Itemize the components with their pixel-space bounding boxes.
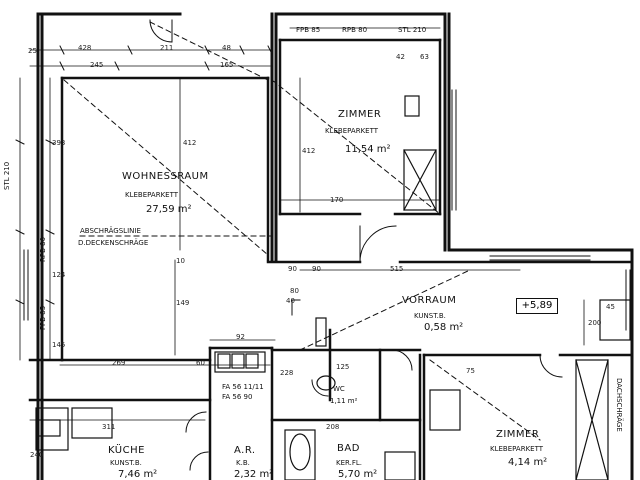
dim-125: 125 xyxy=(336,363,350,371)
dim-393: 393 xyxy=(52,139,66,147)
room-area-vorraum: 0,58 m² xyxy=(424,322,464,333)
note-fpb-left: FPB 85 xyxy=(39,305,47,330)
room-area-zimmer2: 4,14 m² xyxy=(508,457,548,468)
room-name-zimmer1: ZIMMER xyxy=(338,109,382,120)
room-name-bad: BAD xyxy=(337,443,360,454)
dim-428: 428 xyxy=(78,44,92,52)
room-floor-zimmer1: KLEBEPARKETT xyxy=(325,127,379,135)
dim-145: 145 xyxy=(52,341,66,349)
dim-42: 42 xyxy=(396,53,405,61)
dim-228: 228 xyxy=(280,369,294,377)
room-area-zimmer1: 11,54 m² xyxy=(345,144,391,155)
room-name-kueche: KÜCHE xyxy=(108,445,145,456)
room-floor-ar: K.B. xyxy=(236,459,250,467)
room-floor-vorraum: KUNST.B. xyxy=(414,312,446,320)
room-area-bad: 5,70 m² xyxy=(338,469,378,480)
dimension-lines xyxy=(19,27,585,421)
dim-245: 245 xyxy=(90,61,104,69)
windows xyxy=(23,89,631,331)
room-area-ar: 2,32 m² xyxy=(234,469,274,480)
dim-269: 269 xyxy=(112,359,126,367)
room-area-kueche: 7,46 m² xyxy=(118,469,158,480)
room-floor-zimmer2: KLEBEPARKETT xyxy=(490,445,544,453)
dim-170: 170 xyxy=(330,196,344,204)
note-rpb-left: RPB 80 xyxy=(39,236,47,262)
dim-200: 200 xyxy=(588,319,602,327)
room-floor-bad: KER.FL. xyxy=(336,459,363,467)
room-area-wohnessraum: 27,59 m² xyxy=(146,204,192,215)
note-fpb-top: FPB 85 xyxy=(296,26,321,34)
room-name-ar: A.R. xyxy=(234,445,256,456)
room-area-wc: 1,11 m² xyxy=(330,397,358,405)
dim-40: 40 xyxy=(286,297,295,305)
level-marker: +5,89 xyxy=(516,298,558,314)
room-name-wohnessraum: WOHNESSRAUM xyxy=(122,171,209,182)
dim-412a: 412 xyxy=(183,139,197,147)
note-fa-2: FA 56 90 xyxy=(222,393,253,401)
dim-92: 92 xyxy=(236,333,245,341)
doors xyxy=(149,19,563,471)
dim-515: 515 xyxy=(390,265,404,273)
dim-165: 165 xyxy=(220,61,234,69)
dim-90b: 90 xyxy=(312,265,321,273)
dim-412b: 412 xyxy=(302,147,316,155)
note-stl-left: STL 210 xyxy=(3,161,11,190)
exterior-walls xyxy=(36,12,634,480)
note-fa-1: FA 56 11/11 xyxy=(222,383,264,391)
dim-60: 60 xyxy=(196,359,205,367)
room-name-wc: WC xyxy=(333,385,345,393)
note-deckenschraege: D.DECKENSCHRÄGE xyxy=(78,239,149,247)
dim-124: 124 xyxy=(52,271,66,279)
interior-walls xyxy=(28,38,634,480)
dim-80: 80 xyxy=(290,287,299,295)
dim-149: 149 xyxy=(176,299,190,307)
dim-63: 63 xyxy=(420,53,429,61)
room-name-vorraum: VORRAUM xyxy=(402,295,457,306)
dim-10: 10 xyxy=(176,257,185,265)
note-abschraegslinie: ABSCHRÄGSLINIE xyxy=(80,227,141,235)
note-rpb-top: RPB 80 xyxy=(342,26,368,34)
dim-311: 311 xyxy=(102,423,116,431)
fixtures xyxy=(35,95,631,480)
room-name-zimmer2: ZIMMER xyxy=(496,429,540,440)
note-dachschraege: DACHSCHRÄGE xyxy=(615,378,623,432)
dim-90a: 90 xyxy=(288,265,297,273)
room-floor-wohnessraum: KLEBEPARKETT xyxy=(125,191,179,199)
dim-75: 75 xyxy=(466,367,475,375)
ceiling-slope-lines xyxy=(63,21,541,441)
note-stl-top: STL 210 xyxy=(398,26,427,34)
dim-240: 240 xyxy=(30,451,44,459)
room-floor-kueche: KUNST.B. xyxy=(110,459,142,467)
dim-208: 208 xyxy=(326,423,340,431)
dim-48: 48 xyxy=(222,44,231,52)
dim-45: 45 xyxy=(606,303,615,311)
dim-25: 25 xyxy=(28,47,37,55)
dim-211: 211 xyxy=(160,44,174,52)
